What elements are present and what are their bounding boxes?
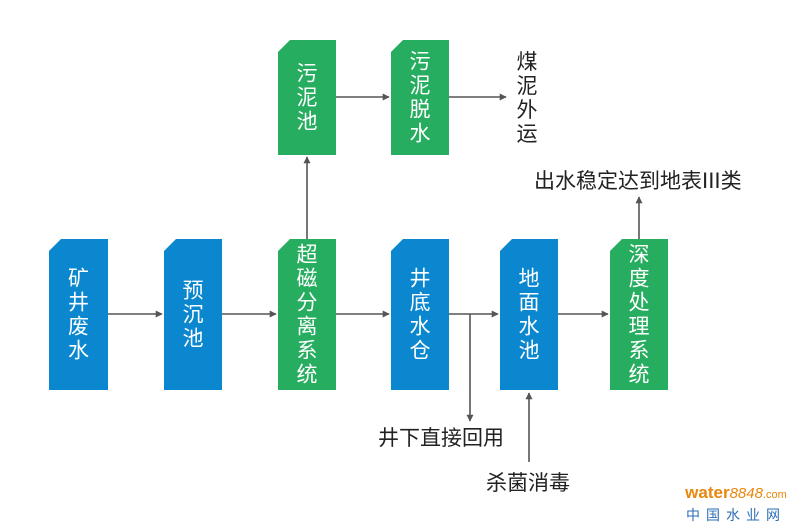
node-label: 地面水池 bbox=[519, 267, 540, 363]
node-mine-water: 矿井废水 bbox=[49, 239, 108, 390]
label-disinfection: 杀菌消毒 bbox=[486, 471, 570, 495]
node-sludge-tank: 污泥池 bbox=[278, 40, 336, 155]
watermark-logo: water8848.com bbox=[685, 483, 787, 503]
node-label: 井底水仓 bbox=[410, 267, 431, 363]
node-box bbox=[164, 239, 222, 390]
watermark-site-name: 中国水业网 bbox=[686, 507, 786, 523]
node-label: 矿井废水 bbox=[68, 267, 89, 363]
node-box bbox=[391, 40, 449, 155]
node-advanced-treatment: 深度处理系统 bbox=[610, 239, 668, 390]
node-label: 污泥池 bbox=[297, 62, 318, 134]
node-label: 污泥脱水 bbox=[410, 50, 431, 146]
label-coal-slime: 煤泥外运 bbox=[517, 50, 538, 146]
node-label: 深度处理系统 bbox=[629, 243, 650, 387]
node-box bbox=[391, 239, 449, 390]
node-box bbox=[500, 239, 558, 390]
node-label: 超磁分离系统 bbox=[297, 243, 318, 387]
node-sludge-dewatering: 污泥脱水 bbox=[391, 40, 449, 155]
node-box bbox=[49, 239, 108, 390]
label-effluent: 出水稳定达到地表III类 bbox=[534, 169, 742, 193]
node-box bbox=[278, 40, 336, 155]
node-sump: 井底水仓 bbox=[391, 239, 449, 390]
node-surface-tank: 地面水池 bbox=[500, 239, 558, 390]
watermark: water8848.com 中国水业网 bbox=[676, 484, 796, 526]
label-underground-reuse: 井下直接回用 bbox=[378, 426, 504, 450]
node-box bbox=[610, 239, 668, 390]
node-box bbox=[278, 239, 336, 390]
node-magnetic-separation: 超磁分离系统 bbox=[278, 239, 336, 390]
node-label: 预沉池 bbox=[183, 279, 204, 351]
node-pre-sedimentation: 预沉池 bbox=[164, 239, 222, 390]
